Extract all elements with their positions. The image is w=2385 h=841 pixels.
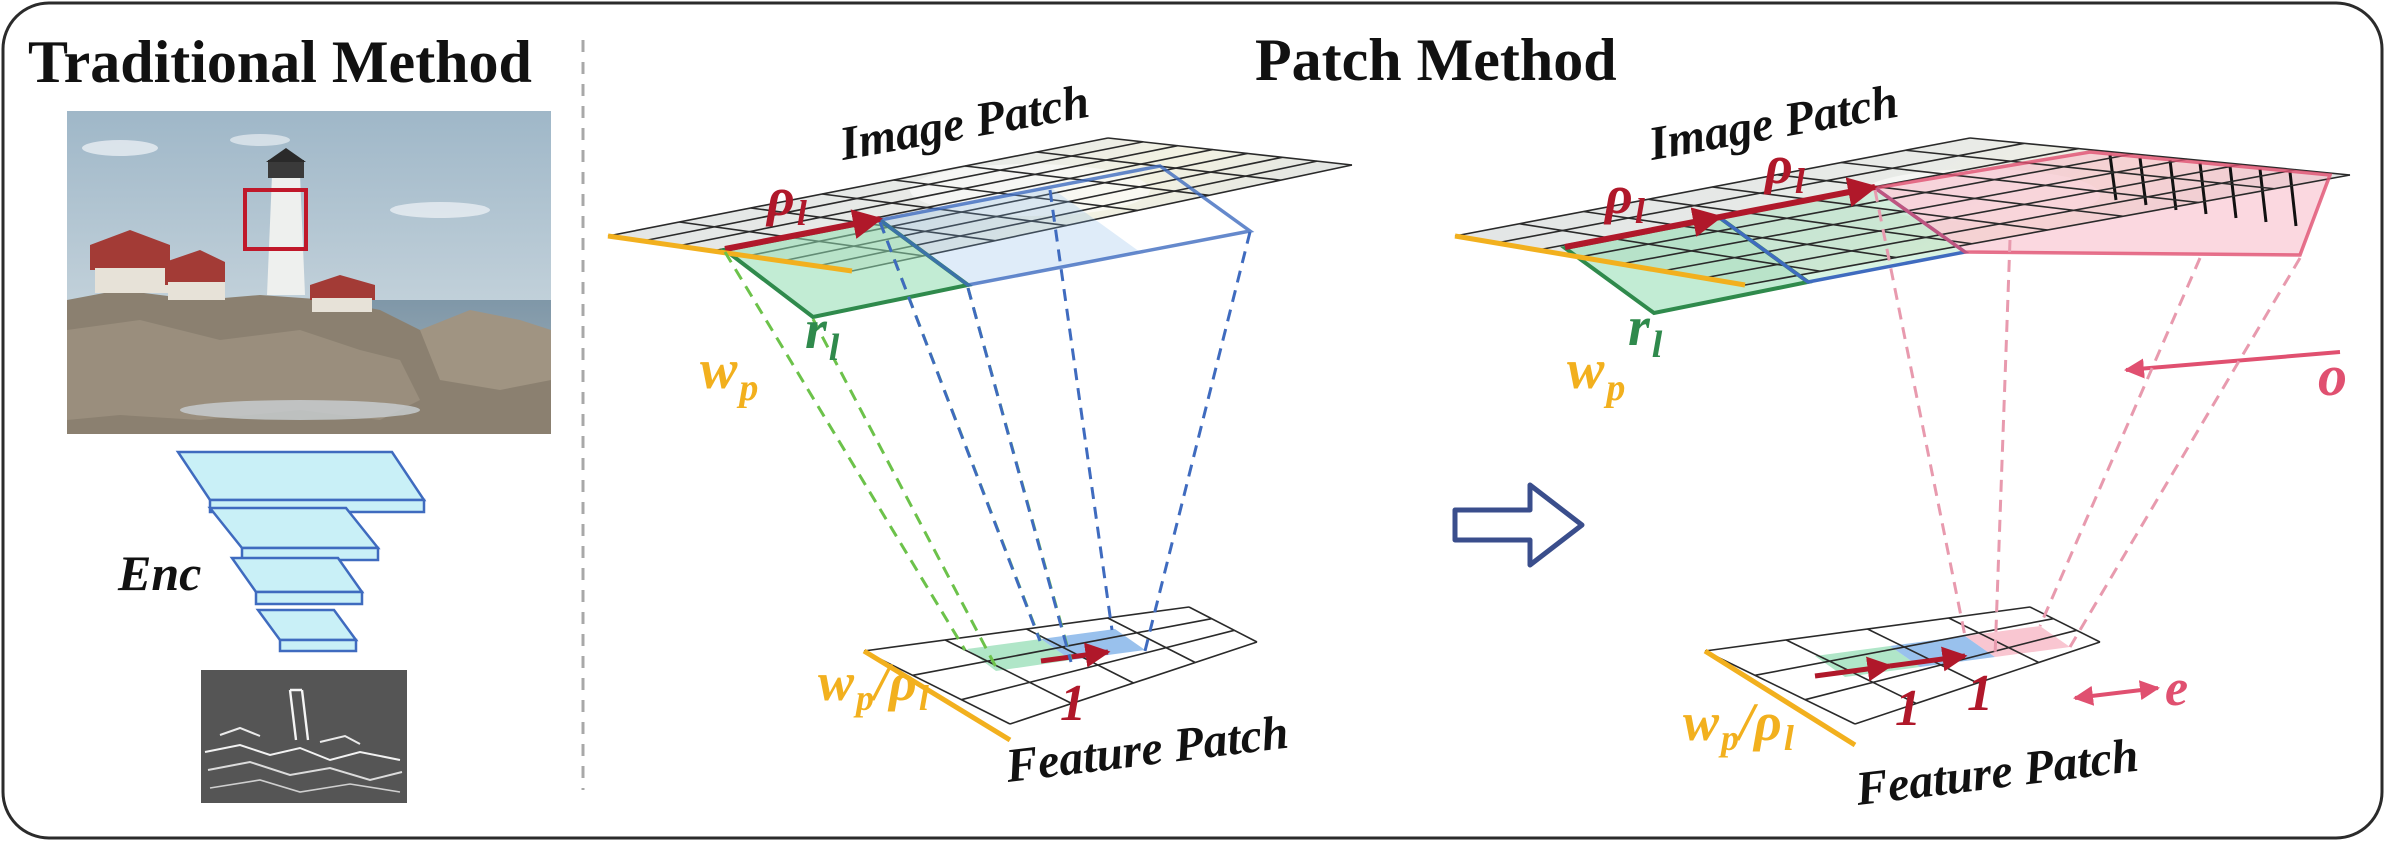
grid-line [1188, 606, 1258, 643]
encoder-stack [175, 450, 427, 653]
grid-line [1854, 641, 2101, 725]
rho-label-after-1: ρl [1603, 165, 1645, 231]
grid-line [851, 164, 1353, 272]
projection-lines-before [723, 189, 1252, 672]
grid-line [1648, 198, 1972, 245]
grid-line [1620, 158, 2188, 265]
overlap-region [1875, 152, 2330, 255]
grid-line [2029, 606, 2101, 643]
lighthouse-photo [67, 111, 551, 434]
grid-line [677, 144, 1178, 247]
e-label: e [2165, 660, 2188, 717]
grid-line [1496, 142, 2025, 244]
grid-line [1776, 173, 2124, 218]
patch-title: Patch Method [1255, 27, 1617, 93]
rho-arrow [724, 209, 883, 252]
stride-one-label-after-1: 1 [1895, 680, 1921, 737]
o-label: o [2318, 343, 2347, 408]
grid-line [1704, 650, 1856, 725]
grid-line [863, 606, 1190, 652]
grid-line [1905, 149, 2275, 190]
shifted-window-outline [875, 164, 1255, 287]
grid-line [1704, 606, 2031, 652]
r-label-after: rl [1628, 296, 1663, 366]
grid-line [1712, 186, 2048, 231]
traditional-title: Traditional Method [28, 29, 532, 95]
image-patch-after [1454, 137, 2351, 379]
projection-lines-after [1873, 189, 2302, 658]
width-edge [607, 233, 853, 274]
image-patch-before [607, 137, 1353, 320]
grid-line [1703, 168, 2296, 279]
grid-line [1969, 137, 2351, 176]
grid-line [944, 639, 1073, 705]
grid-line [1454, 137, 1971, 237]
wp-over-rho-label-before: wp/ρl [818, 652, 929, 718]
wp-label-before: wp [700, 339, 758, 409]
grid-line [822, 193, 1067, 227]
grid-line [912, 617, 1212, 677]
grid-line [1744, 174, 2351, 286]
feature-patch-before [862, 606, 1258, 743]
edge-map [201, 670, 407, 803]
feature-patch-after [1703, 606, 2160, 748]
grid-line [1841, 161, 2199, 204]
grid-line [1804, 629, 2077, 701]
transition-arrow-icon [1452, 482, 1585, 568]
r-label-before: rl [805, 299, 840, 369]
grid-line [607, 137, 1109, 237]
overlap-arrow [2124, 350, 2341, 379]
grid-line [1107, 617, 1196, 664]
rho-label-before: ρl [765, 167, 807, 233]
grid-line [1009, 641, 1258, 725]
grid-line [1754, 617, 2054, 677]
grid-line [1867, 628, 1978, 684]
rho-label-after-2: ρl [1763, 135, 1805, 201]
wp-label-after: wp [1567, 339, 1625, 409]
stride-one-label-before: 1 [1060, 675, 1086, 732]
crop-region-box [243, 188, 308, 251]
grid-line [642, 141, 1144, 242]
grid-line [1661, 163, 2242, 272]
grid-line [1107, 137, 1353, 166]
grid-line [1519, 222, 1821, 273]
wp-over-rho-label-after: wp/ρl [1683, 692, 1794, 758]
encoder-label: Enc [117, 545, 201, 601]
stride-one-label-after-2: 1 [1967, 665, 1993, 722]
